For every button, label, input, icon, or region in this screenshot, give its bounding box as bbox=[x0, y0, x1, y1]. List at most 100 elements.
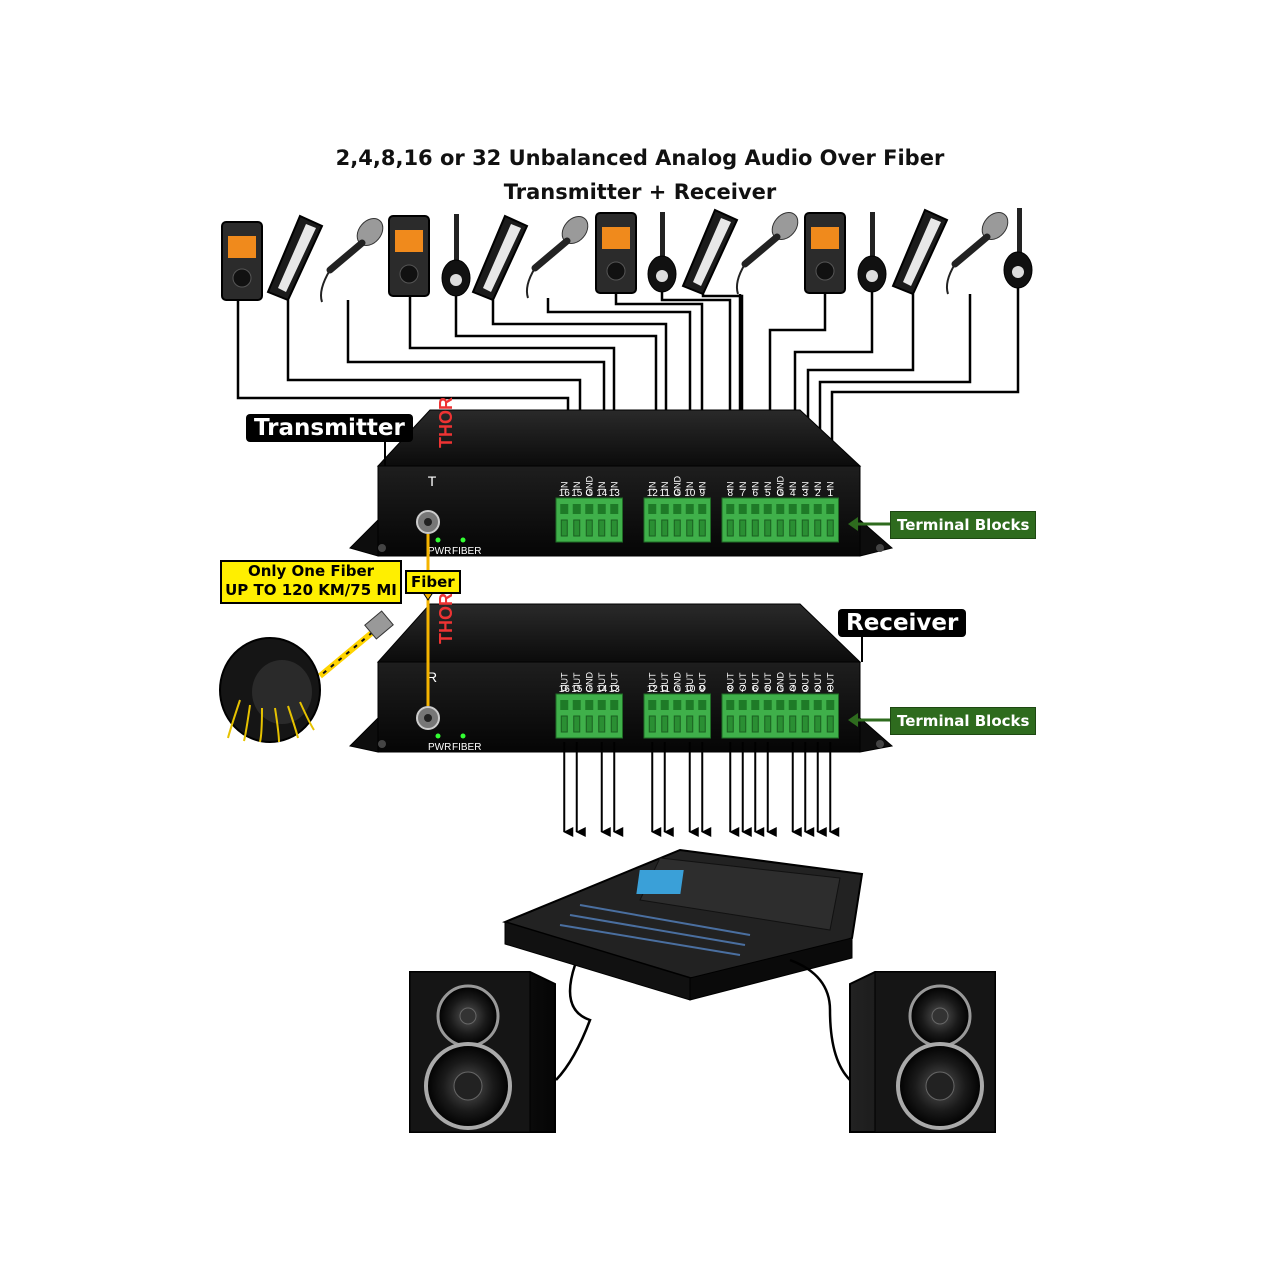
terminal-pointer-arrow-icon bbox=[848, 517, 858, 531]
fiber-led-label: FIBER bbox=[452, 742, 481, 753]
terminal-slot bbox=[776, 519, 784, 537]
source-instruments bbox=[221, 208, 1033, 303]
terminal-screw bbox=[813, 700, 822, 710]
terminal-slot bbox=[573, 715, 581, 733]
terminal-signal-label: GND bbox=[775, 672, 785, 693]
terminal-signal-label: OUT bbox=[559, 672, 569, 692]
brand-logo: THOR bbox=[436, 397, 456, 448]
terminal-slot bbox=[739, 715, 747, 733]
terminal-signal-label: OUT bbox=[813, 672, 823, 692]
recorder-icon bbox=[388, 215, 430, 297]
terminal-slot bbox=[789, 715, 797, 733]
terminal-signal-label: IN bbox=[609, 482, 619, 491]
fiber-reel-icon bbox=[219, 610, 394, 743]
terminal-slot bbox=[585, 715, 593, 733]
terminal-signal-label: IN bbox=[750, 482, 760, 491]
terminal-signal-label: IN bbox=[788, 482, 798, 491]
terminal-slot bbox=[610, 715, 618, 733]
terminal-signal-label: IN bbox=[559, 482, 569, 491]
terminal-slot bbox=[686, 715, 694, 733]
terminal-number-label: 16 bbox=[559, 488, 571, 499]
terminal-screw bbox=[585, 504, 594, 514]
terminal-slot bbox=[751, 519, 759, 537]
mixing-console-icon bbox=[502, 848, 864, 1001]
terminal-slot bbox=[801, 519, 809, 537]
keyboard-icon bbox=[891, 208, 949, 296]
terminal-screw bbox=[751, 700, 760, 710]
terminal-slot bbox=[585, 519, 593, 537]
terminal-blocks-label-tx: Terminal Blocks bbox=[890, 511, 1037, 539]
terminal-screw bbox=[738, 504, 747, 514]
terminal-signal-label: OUT bbox=[788, 672, 798, 692]
recorder-icon bbox=[595, 212, 637, 294]
terminal-signal-label: IN bbox=[813, 482, 823, 491]
terminal-screw bbox=[776, 504, 785, 514]
terminal-number-label: G bbox=[673, 684, 681, 695]
guitar-icon bbox=[647, 212, 677, 293]
terminal-number-label: 7 bbox=[740, 684, 746, 695]
pwr-led-label: PWR bbox=[428, 546, 451, 557]
terminal-signal-label: IN bbox=[763, 482, 773, 491]
terminal-slot bbox=[610, 519, 618, 537]
terminal-signal-label: OUT bbox=[572, 672, 582, 692]
terminal-screw bbox=[813, 504, 822, 514]
microphone-icon bbox=[525, 216, 589, 299]
terminal-screw bbox=[726, 700, 735, 710]
terminal-number-label: 6 bbox=[752, 488, 758, 499]
terminal-signal-label: IN bbox=[660, 482, 670, 491]
terminal-signal-label: IN bbox=[825, 482, 835, 491]
terminal-slot bbox=[698, 519, 706, 537]
terminal-signal-label: IN bbox=[697, 482, 707, 491]
receiver-mode-letter: R bbox=[427, 669, 437, 685]
terminal-slot bbox=[648, 519, 656, 537]
terminal-signal-label: GND bbox=[584, 672, 594, 693]
terminal-screw bbox=[560, 504, 569, 514]
terminal-signal-label: OUT bbox=[660, 672, 670, 692]
terminal-number-label: 9 bbox=[699, 684, 705, 695]
terminal-signal-label: IN bbox=[597, 482, 607, 491]
terminal-signal-label: IN bbox=[800, 482, 810, 491]
terminal-screw bbox=[763, 504, 772, 514]
terminal-screw bbox=[572, 700, 581, 710]
terminal-slot bbox=[776, 715, 784, 733]
distance-text: UP TO 120 KM/75 MI bbox=[225, 581, 397, 599]
terminal-signal-label: IN bbox=[647, 482, 657, 491]
terminal-number-label: G bbox=[673, 488, 681, 499]
microphone-icon bbox=[945, 212, 1009, 295]
terminal-slot bbox=[814, 519, 822, 537]
terminal-slot bbox=[648, 715, 656, 733]
terminal-screw bbox=[738, 700, 747, 710]
terminal-screw bbox=[763, 700, 772, 710]
terminal-number-label: 11 bbox=[660, 488, 671, 499]
pwr-led-label: PWR bbox=[428, 742, 451, 753]
terminal-screw bbox=[751, 504, 760, 514]
terminal-slot bbox=[560, 519, 568, 537]
terminal-screw bbox=[788, 700, 797, 710]
terminal-number-label: 16 bbox=[559, 684, 571, 695]
terminal-number-label: 3 bbox=[802, 684, 808, 695]
terminal-signal-label: OUT bbox=[738, 672, 748, 692]
terminal-slot bbox=[739, 519, 747, 537]
terminal-slot bbox=[573, 519, 581, 537]
fiber-led bbox=[460, 537, 466, 543]
terminal-slot bbox=[826, 715, 834, 733]
terminal-screw bbox=[610, 504, 619, 514]
terminal-signal-label: OUT bbox=[685, 672, 695, 692]
terminal-number-label: 2 bbox=[815, 684, 821, 695]
terminal-screw bbox=[685, 700, 694, 710]
terminal-screw bbox=[788, 504, 797, 514]
terminal-number-label: 12 bbox=[647, 684, 659, 695]
terminal-number-label: 8 bbox=[727, 488, 733, 499]
fiber-port bbox=[416, 510, 440, 534]
terminal-slot bbox=[673, 519, 681, 537]
terminal-signal-label: GND bbox=[672, 476, 682, 497]
terminal-number-label: 10 bbox=[684, 684, 696, 695]
